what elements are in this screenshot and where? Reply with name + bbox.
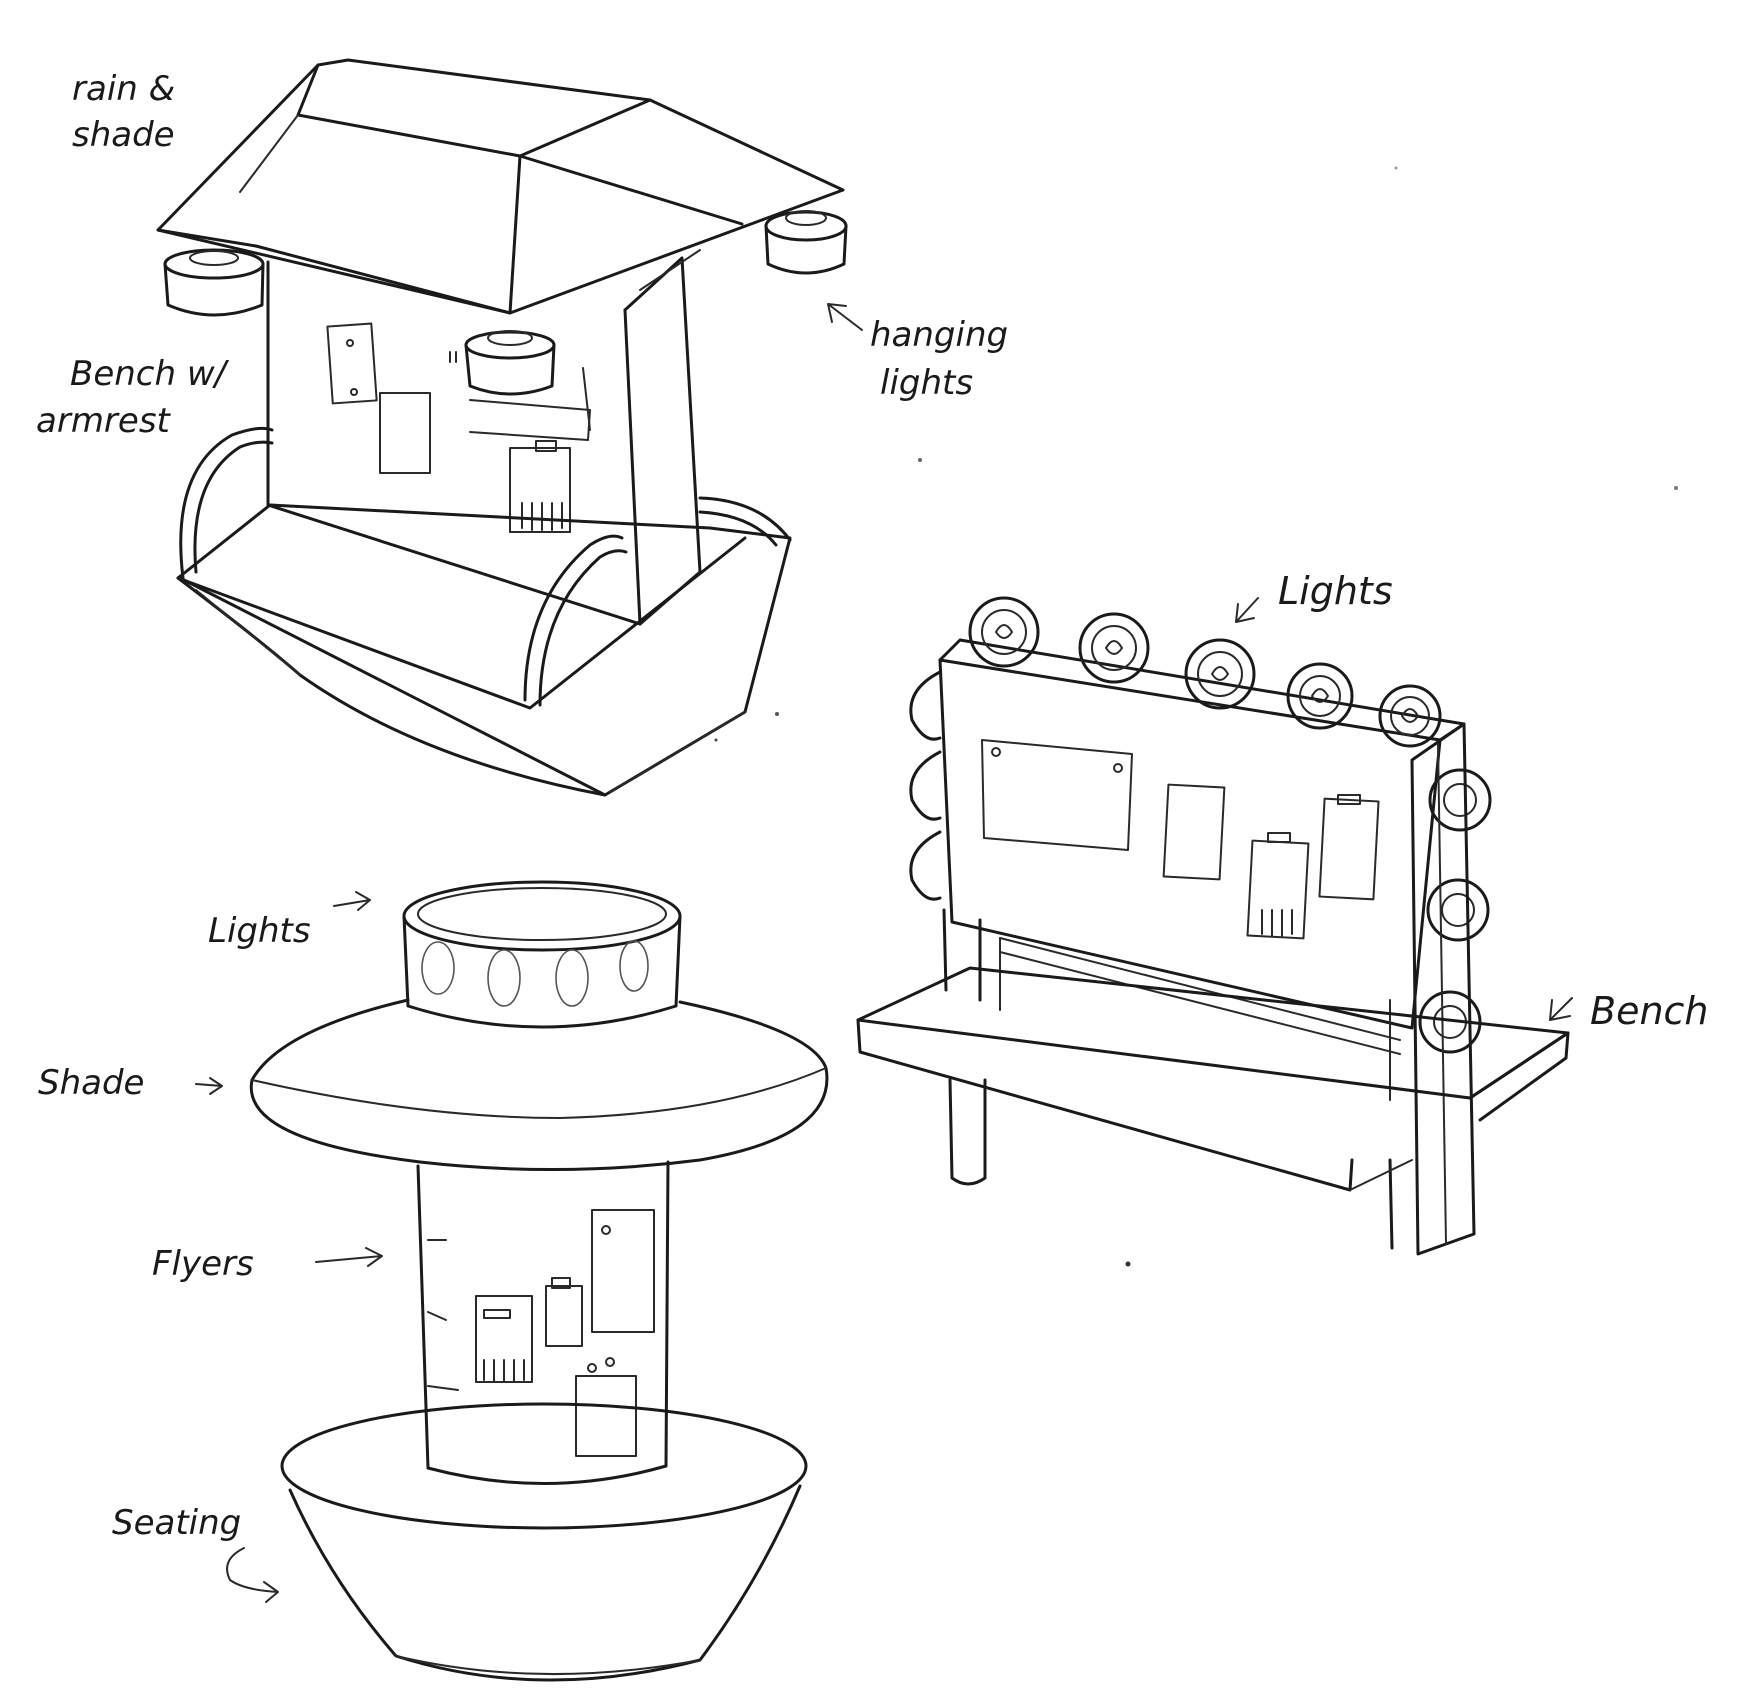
- shelter-house-concept: rain & shade hanging lights Bench w/ arm…: [36, 58, 1008, 797]
- label-shade: Shade: [38, 1063, 144, 1103]
- shelter-hanging-light-center: [464, 330, 556, 396]
- label-bench-armrest-line1: Bench w/: [70, 354, 230, 394]
- bench-board-lights-top: [968, 596, 1442, 748]
- bench-board-post: [1410, 722, 1476, 1256]
- kiosk-shade: [249, 998, 829, 1172]
- arrow-kiosk-seating: [226, 1547, 279, 1603]
- label-kiosk-lights: Lights: [208, 891, 371, 951]
- arrow-kiosk-shade: [195, 1077, 223, 1095]
- label-kiosk-flyers: Flyers: [152, 1244, 383, 1284]
- bench-board-flyers: [981, 739, 1380, 940]
- label-hanging-lights: hanging lights: [827, 303, 1008, 403]
- shelter-hanging-light-right: [764, 210, 848, 275]
- label-hanging-lights-line2: lights: [880, 363, 973, 403]
- bench-board-concept: Lights Bench: [856, 569, 1709, 1256]
- label-rain-shade-line1: rain &: [72, 69, 175, 109]
- label-seating: Seating: [112, 1503, 241, 1543]
- shelter-armrest-left: [179, 426, 274, 580]
- kiosk-concept: Lights Shade Flyers Seating: [38, 880, 829, 1682]
- bench-board-seat-back: [999, 937, 1401, 1101]
- label-bench-armrest: Bench w/ armrest: [36, 354, 230, 441]
- arrow-hanging-lights: [827, 303, 863, 331]
- label-kiosk-seating: Seating: [112, 1503, 279, 1603]
- shelter-armrest-front: [523, 534, 628, 707]
- kiosk-column: [416, 1160, 670, 1485]
- arrow-bench-board-bench: [1549, 997, 1573, 1021]
- bench-board-legs: [942, 908, 1394, 1250]
- label-flyers: Flyers: [152, 1244, 254, 1284]
- arrow-bench-board-lights: [1235, 597, 1259, 623]
- paper-specks: [714, 166, 1678, 1267]
- label-bench: Bench: [1590, 989, 1709, 1033]
- shelter-armrest-right: [698, 496, 792, 547]
- shelter-roof: [156, 58, 845, 315]
- kiosk-light-ring: [402, 880, 682, 1029]
- label-lights-left: Lights: [208, 911, 311, 951]
- label-bench-armrest-line2: armrest: [36, 401, 172, 441]
- arrow-kiosk-lights: [333, 891, 371, 911]
- label-rain-shade: rain & shade: [72, 69, 175, 155]
- label-bench-board-lights: Lights: [1235, 569, 1393, 623]
- kiosk-flyers: [427, 1209, 655, 1457]
- label-kiosk-shade: Shade: [38, 1063, 223, 1103]
- shelter-flyers: [326, 322, 591, 533]
- arrow-kiosk-flyers: [315, 1247, 383, 1267]
- bench-board-lights-right: [1418, 768, 1492, 1054]
- label-rain-shade-line2: shade: [72, 115, 175, 155]
- bench-board-lights-left: [909, 670, 942, 901]
- label-bench-board-bench: Bench: [1549, 989, 1709, 1033]
- kiosk-seating: [280, 1402, 808, 1682]
- shelter-hanging-light-left: [163, 248, 265, 317]
- label-hanging-lights-line1: hanging: [870, 315, 1008, 355]
- bench-board-seat: [856, 966, 1570, 1192]
- label-lights-right: Lights: [1278, 569, 1393, 613]
